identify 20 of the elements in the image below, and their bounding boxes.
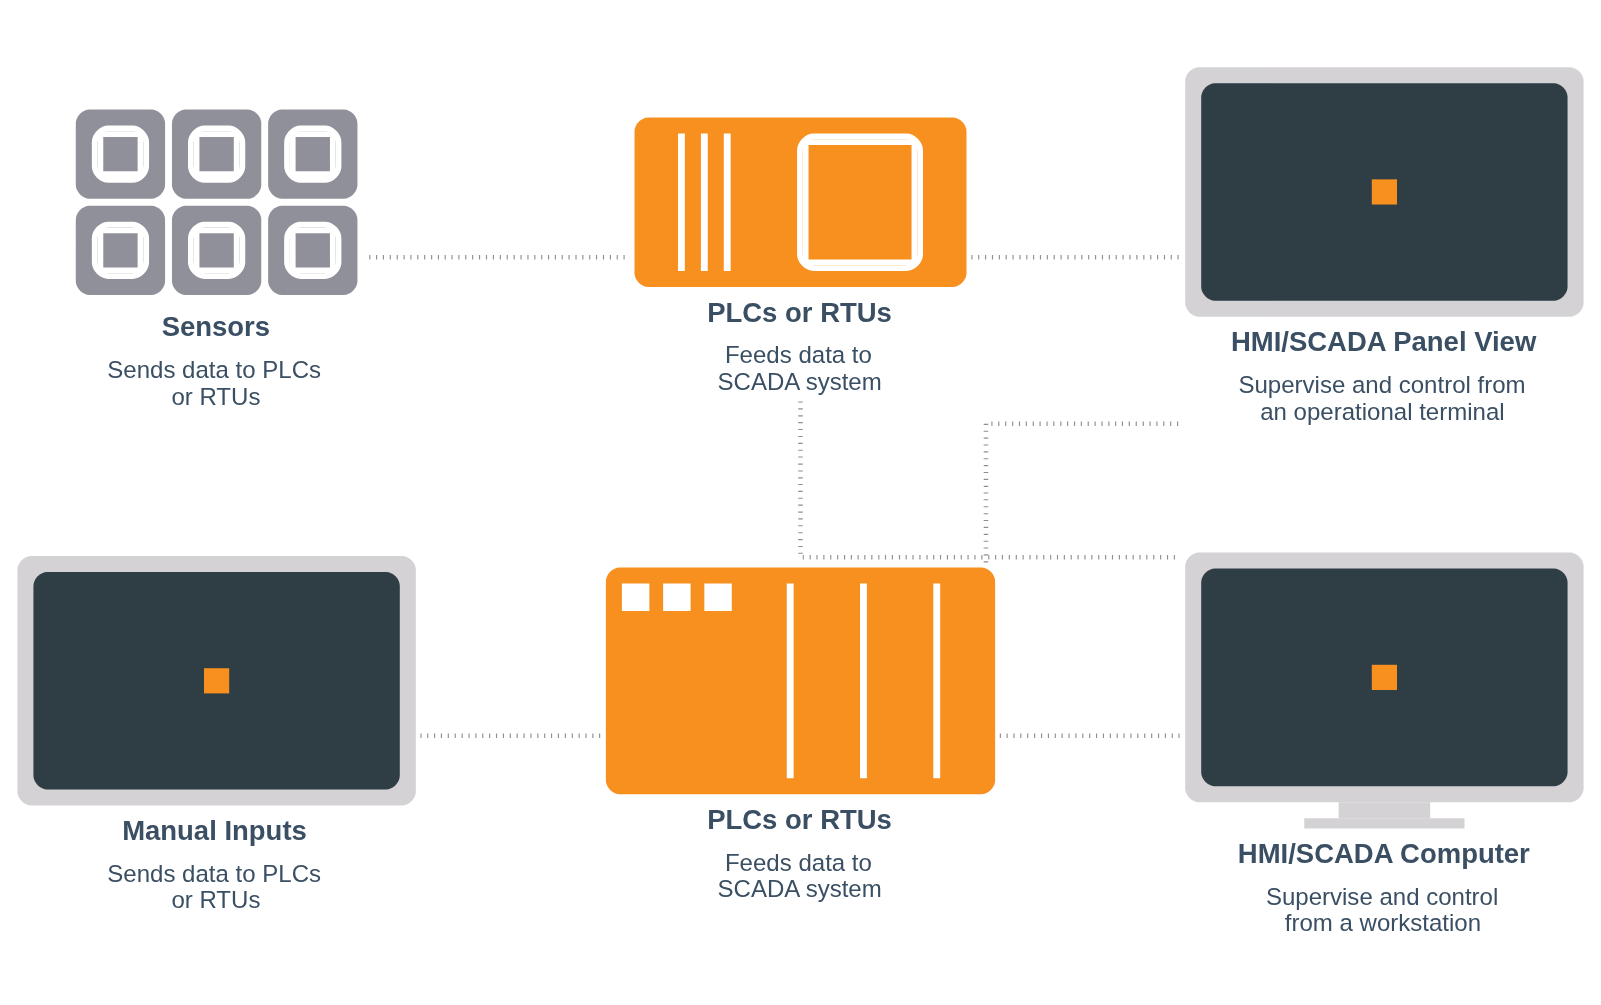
node-label: Supervise and control from an operational terminal [1238,371,1526,425]
connector [971,254,1181,260]
node-label: HMI/SCADA Computer [1237,838,1530,870]
node-box [634,117,967,287]
node-label: Feeds data to SCADA system [717,848,882,902]
node-label: Supervise and control from a workstation [1265,882,1499,937]
connector [999,733,1181,739]
node-label: HMI/SCADA Panel View [1230,326,1537,358]
connector [420,733,602,739]
node-box [1185,67,1584,317]
node-label: PLCs or RTUs [707,296,892,328]
node-label: Manual Inputs [122,815,307,847]
node-label: Sensors [161,311,271,343]
node-label: Sends data to PLCs or RTUs [107,860,322,914]
node-label: PLCs or RTUs [707,803,892,835]
connector [983,421,1181,563]
node-box [17,556,416,806]
node-label: Sends data to PLCs or RTUs [107,356,322,410]
node-box [605,567,996,795]
node-label: Feeds data to SCADA system [717,341,882,395]
